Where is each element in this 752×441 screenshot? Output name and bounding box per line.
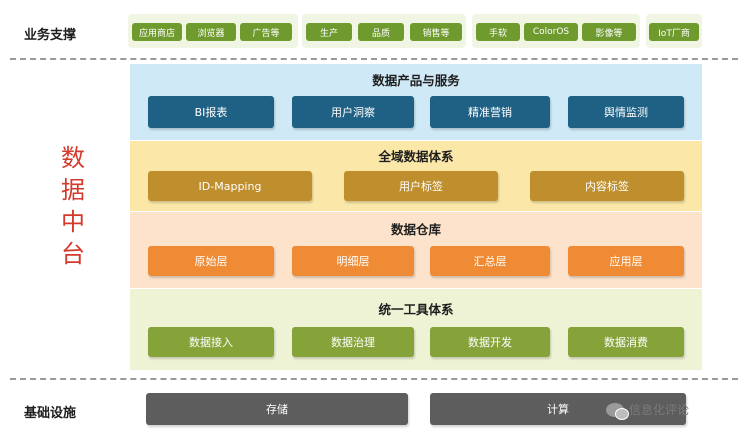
divider-top — [10, 58, 738, 60]
layer-products: 数据产品与服务 BI报表 用户洞察 精准营销 舆情监测 — [130, 64, 702, 140]
box-data-governance: 数据治理 — [292, 327, 414, 357]
chip-ads: 广告等 — [240, 23, 292, 41]
box-precision-marketing: 精准营销 — [430, 96, 550, 128]
layer-domain: 全域数据体系 ID-Mapping 用户标签 内容标签 — [130, 141, 702, 211]
divider-bottom — [10, 378, 738, 380]
layer-tools-title: 统一工具体系 — [378, 302, 454, 317]
business-group-apps: 应用商店 浏览器 广告等 — [128, 14, 298, 48]
box-data-consumption: 数据消费 — [568, 327, 684, 357]
chip-iot-vendor: IoT厂商 — [649, 23, 699, 41]
watermark: 信息化评论 — [606, 401, 690, 420]
box-id-mapping: ID-Mapping — [148, 171, 312, 201]
business-group-production: 生产 品质 销售等 — [302, 14, 466, 48]
box-data-ingestion: 数据接入 — [148, 327, 274, 357]
layer-domain-title: 全域数据体系 — [378, 149, 454, 164]
box-application-layer: 应用层 — [568, 246, 684, 276]
layer-tools: 统一工具体系 数据接入 数据治理 数据开发 数据消费 — [130, 289, 702, 370]
box-user-insight: 用户洞察 — [292, 96, 414, 128]
business-group-iot: IoT厂商 — [646, 14, 702, 48]
infrastructure-label: 基础设施 — [24, 406, 77, 421]
data-middle-platform-label: 数据中台 — [61, 144, 85, 268]
chip-handset: 手软 — [476, 23, 520, 41]
box-bi-report: BI报表 — [148, 96, 274, 128]
layer-warehouse-title: 数据仓库 — [390, 222, 441, 237]
box-user-tags: 用户标签 — [344, 171, 498, 201]
box-compute: 计算 — [430, 393, 686, 425]
business-group-devices: 手软 ColorOS 影像等 — [472, 14, 640, 48]
box-detail-layer: 明细层 — [292, 246, 414, 276]
layer-warehouse: 数据仓库 原始层 明细层 汇总层 应用层 — [130, 212, 702, 288]
box-summary-layer: 汇总层 — [430, 246, 550, 276]
box-raw-layer: 原始层 — [148, 246, 274, 276]
chip-browser: 浏览器 — [186, 23, 236, 41]
box-sentiment-monitoring: 舆情监测 — [568, 96, 684, 128]
box-content-tags: 内容标签 — [530, 171, 684, 201]
chip-imaging: 影像等 — [582, 23, 636, 41]
chip-app-store: 应用商店 — [132, 23, 182, 41]
layer-products-title: 数据产品与服务 — [372, 73, 460, 88]
chip-sales: 销售等 — [410, 23, 462, 41]
box-data-development: 数据开发 — [430, 327, 550, 357]
business-support-label: 业务支撑 — [24, 28, 77, 43]
box-storage: 存储 — [146, 393, 408, 425]
watermark-text: 信息化评论 — [629, 403, 690, 417]
chip-production: 生产 — [306, 23, 352, 41]
chip-quality: 品质 — [358, 23, 404, 41]
wechat-icon — [606, 402, 629, 420]
chip-coloros: ColorOS — [524, 23, 578, 41]
